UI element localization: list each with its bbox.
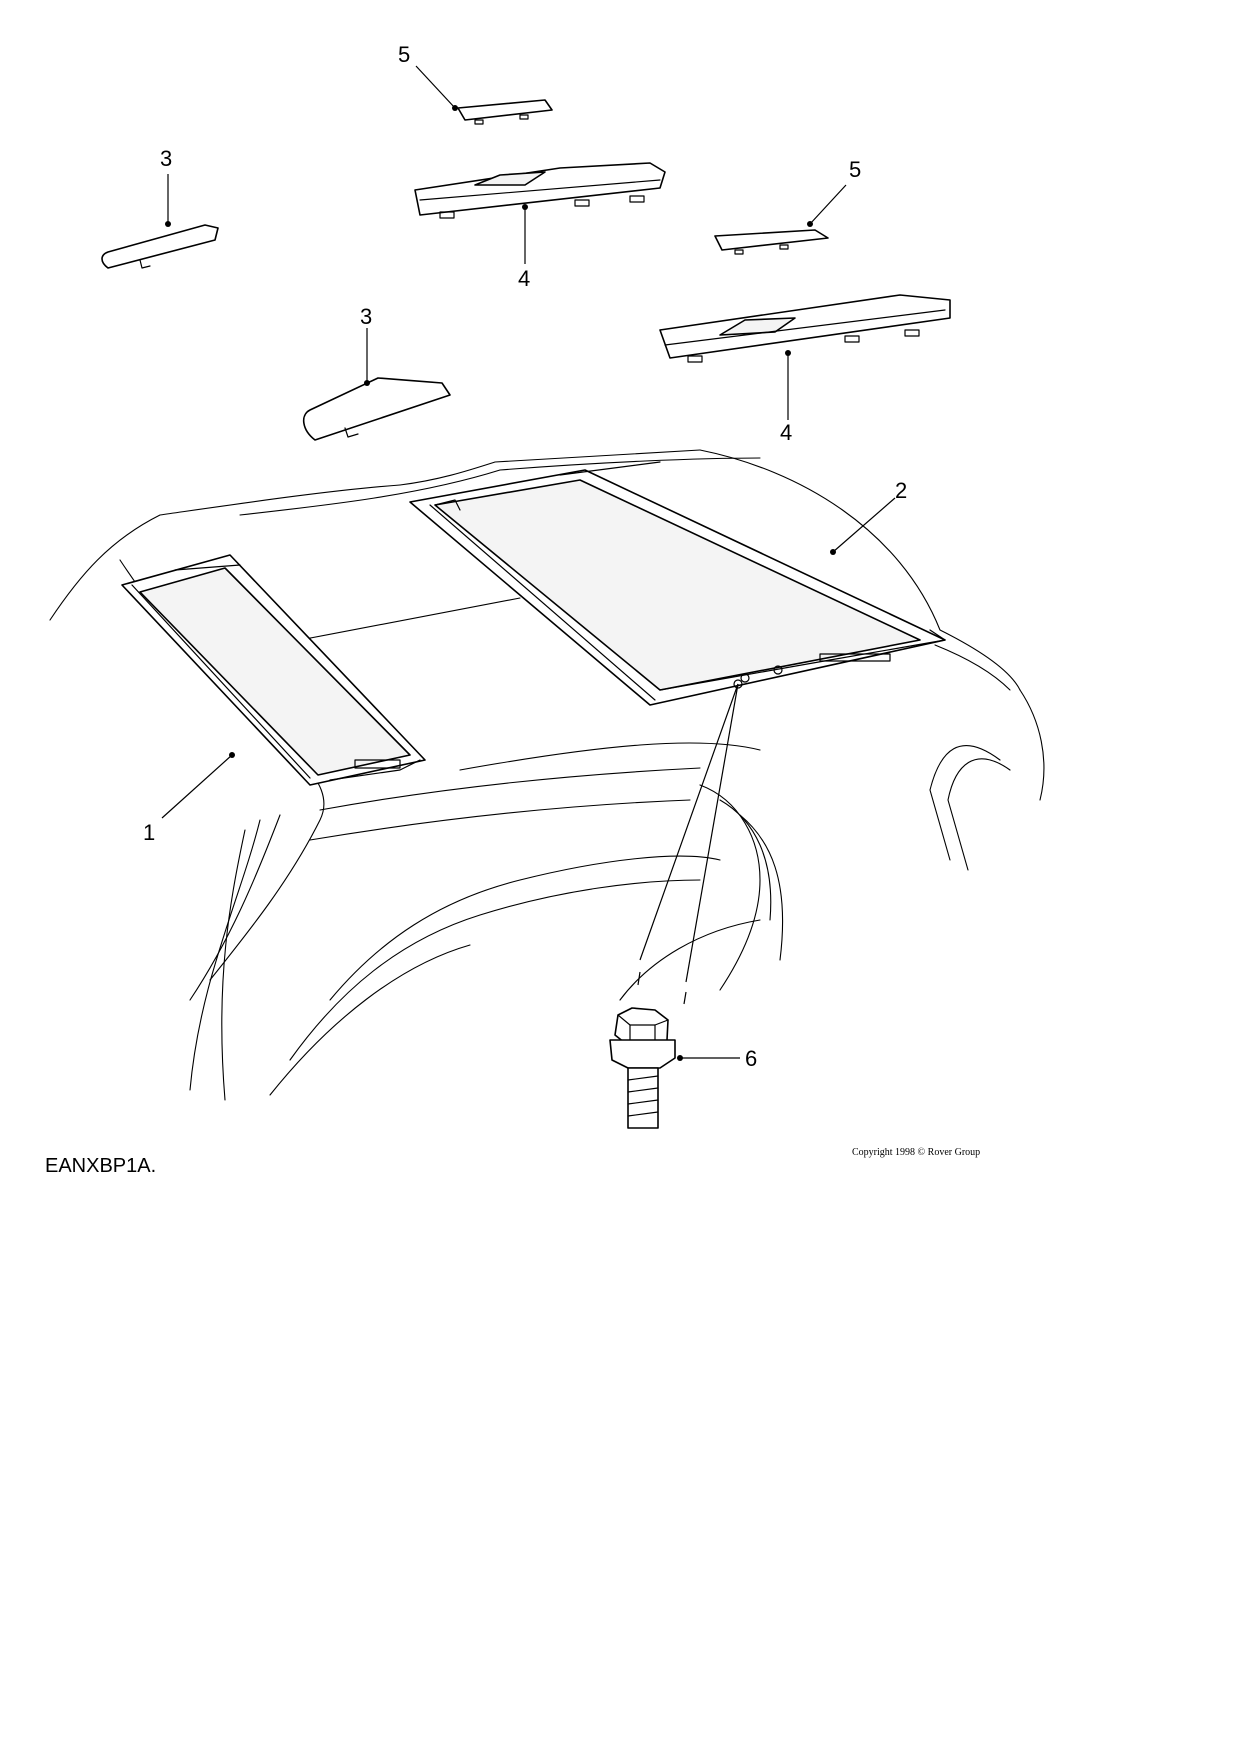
insert-front <box>457 99 553 125</box>
end-cap-rear <box>302 377 451 441</box>
end-cap-front <box>101 224 219 269</box>
callout-3-rear: 3 <box>360 304 372 329</box>
callout-2: 2 <box>895 478 907 503</box>
callout-5-front: 5 <box>398 42 410 67</box>
roof-bolt <box>609 1007 676 1129</box>
figure-reference-code: EANXBP1A. <box>45 1155 157 1177</box>
callout-5-rear: 5 <box>849 157 861 182</box>
centre-trim-front <box>414 162 666 219</box>
copyright-notice: Copyright 1998 © Rover Group <box>852 1147 981 1158</box>
callout-4-front: 4 <box>518 266 530 291</box>
callout-labels: 1 2 3 3 4 4 5 5 6 <box>143 42 907 1071</box>
callout-6: 6 <box>745 1046 757 1071</box>
callout-4-rear: 4 <box>780 420 792 445</box>
centre-trim-rear <box>659 294 951 363</box>
roof-rail-front <box>121 554 426 786</box>
leader-lines <box>161 65 896 1061</box>
roof-rail-rear <box>409 461 946 706</box>
callout-1: 1 <box>143 820 155 845</box>
insert-rear <box>714 229 829 255</box>
vehicle-body-outline <box>49 449 1045 1101</box>
callout-3-front: 3 <box>160 146 172 171</box>
